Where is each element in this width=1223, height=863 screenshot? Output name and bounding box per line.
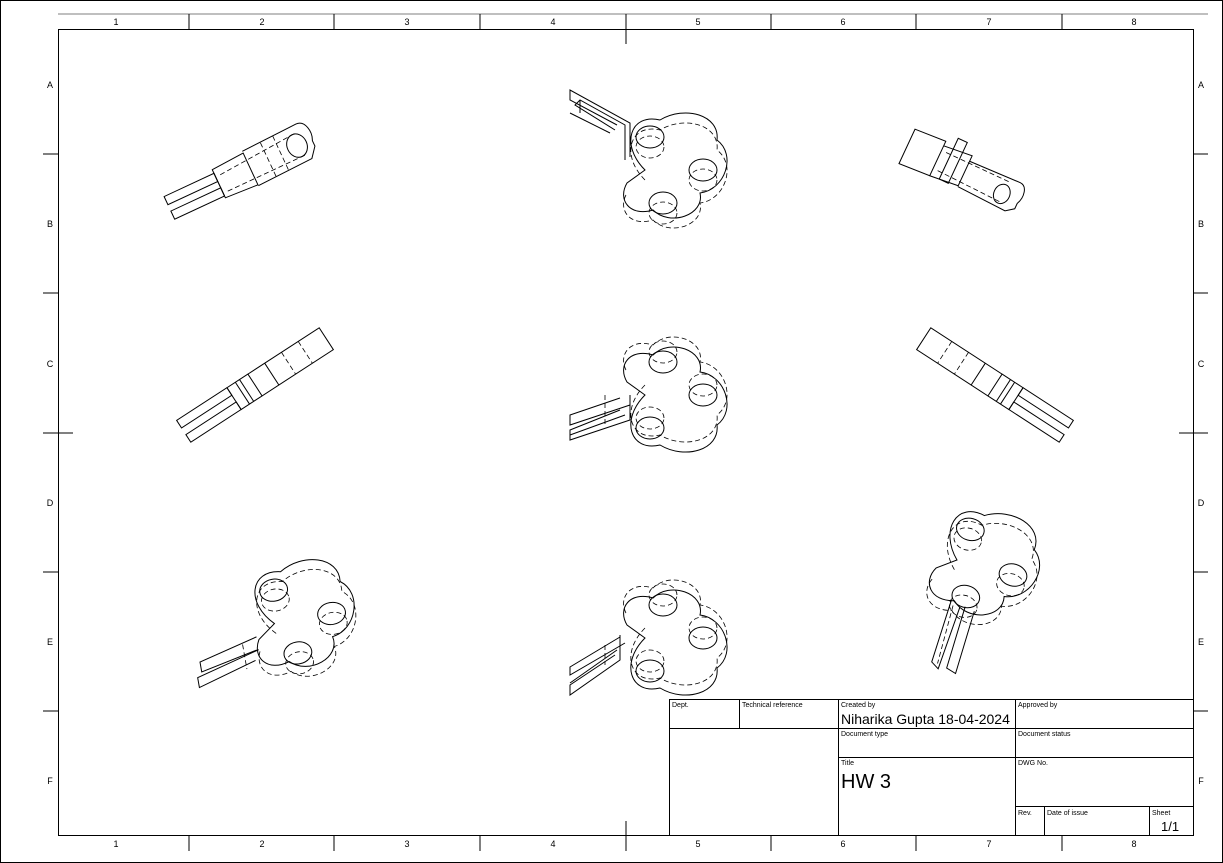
column-label: 3 <box>404 839 409 849</box>
zone-labels-right: A B C D E F <box>1198 80 1205 786</box>
column-label: 6 <box>840 839 845 849</box>
title-block: Dept. Technical reference Created by Nih… <box>669 699 1194 836</box>
view-iso-top-center <box>569 89 728 229</box>
zone-labels-left: A B C D E F <box>47 80 54 786</box>
row-label: C <box>1198 359 1205 369</box>
row-label: E <box>47 637 53 647</box>
document-status-label: Document status <box>1018 731 1071 738</box>
row-label: A <box>47 80 53 90</box>
drawing-title: HW 3 <box>841 771 891 793</box>
column-label: 6 <box>840 17 845 27</box>
dwg-no-label: DWG No. <box>1018 760 1048 767</box>
row-label: E <box>1198 637 1204 647</box>
sheet-label: Sheet <box>1152 810 1170 817</box>
column-label: 2 <box>259 839 264 849</box>
zone-labels-top: 1 2 3 4 5 6 7 8 <box>113 17 1136 27</box>
view-iso-bottom-right <box>920 498 1052 675</box>
view-iso-bottom-center <box>569 579 728 696</box>
row-label: F <box>1198 776 1204 786</box>
view-iso-center <box>569 336 728 453</box>
view-side-left-top <box>163 122 316 220</box>
view-top-left-middle <box>175 327 335 443</box>
column-label: 1 <box>113 839 118 849</box>
column-label: 4 <box>550 839 555 849</box>
column-label: 7 <box>986 17 991 27</box>
row-label: A <box>1198 80 1204 90</box>
row-label: C <box>47 359 54 369</box>
sheet-number: 1/1 <box>1161 819 1179 834</box>
column-label: 7 <box>986 839 991 849</box>
created-by-value: Niharika Gupta 18-04-2024 <box>841 711 1010 727</box>
column-label: 1 <box>113 17 118 27</box>
document-type-label: Document type <box>841 731 888 738</box>
zone-labels-bottom: 1 2 3 4 5 6 7 8 <box>113 839 1136 849</box>
column-label: 8 <box>1131 17 1136 27</box>
row-label: F <box>47 776 53 786</box>
date-of-issue-label: Date of issue <box>1047 810 1088 817</box>
rev-label: Rev. <box>1018 810 1032 817</box>
column-label: 2 <box>259 17 264 27</box>
dept-label: Dept. <box>672 702 689 709</box>
column-label: 5 <box>695 839 700 849</box>
row-label: B <box>1198 219 1204 229</box>
column-label: 5 <box>695 17 700 27</box>
row-label: D <box>47 498 54 508</box>
row-label: D <box>1198 498 1205 508</box>
row-label: B <box>47 219 53 229</box>
view-iso-top-right <box>898 128 1025 212</box>
column-label: 3 <box>404 17 409 27</box>
column-label: 4 <box>550 17 555 27</box>
approved-by-label: Approved by <box>1018 702 1058 709</box>
technical-reference-label: Technical reference <box>742 702 803 709</box>
column-label: 8 <box>1131 839 1136 849</box>
title-label: Title <box>841 760 854 767</box>
created-by-label: Created by <box>841 702 876 709</box>
view-iso-bottom-left <box>197 552 366 689</box>
view-top-right-middle <box>915 327 1075 443</box>
